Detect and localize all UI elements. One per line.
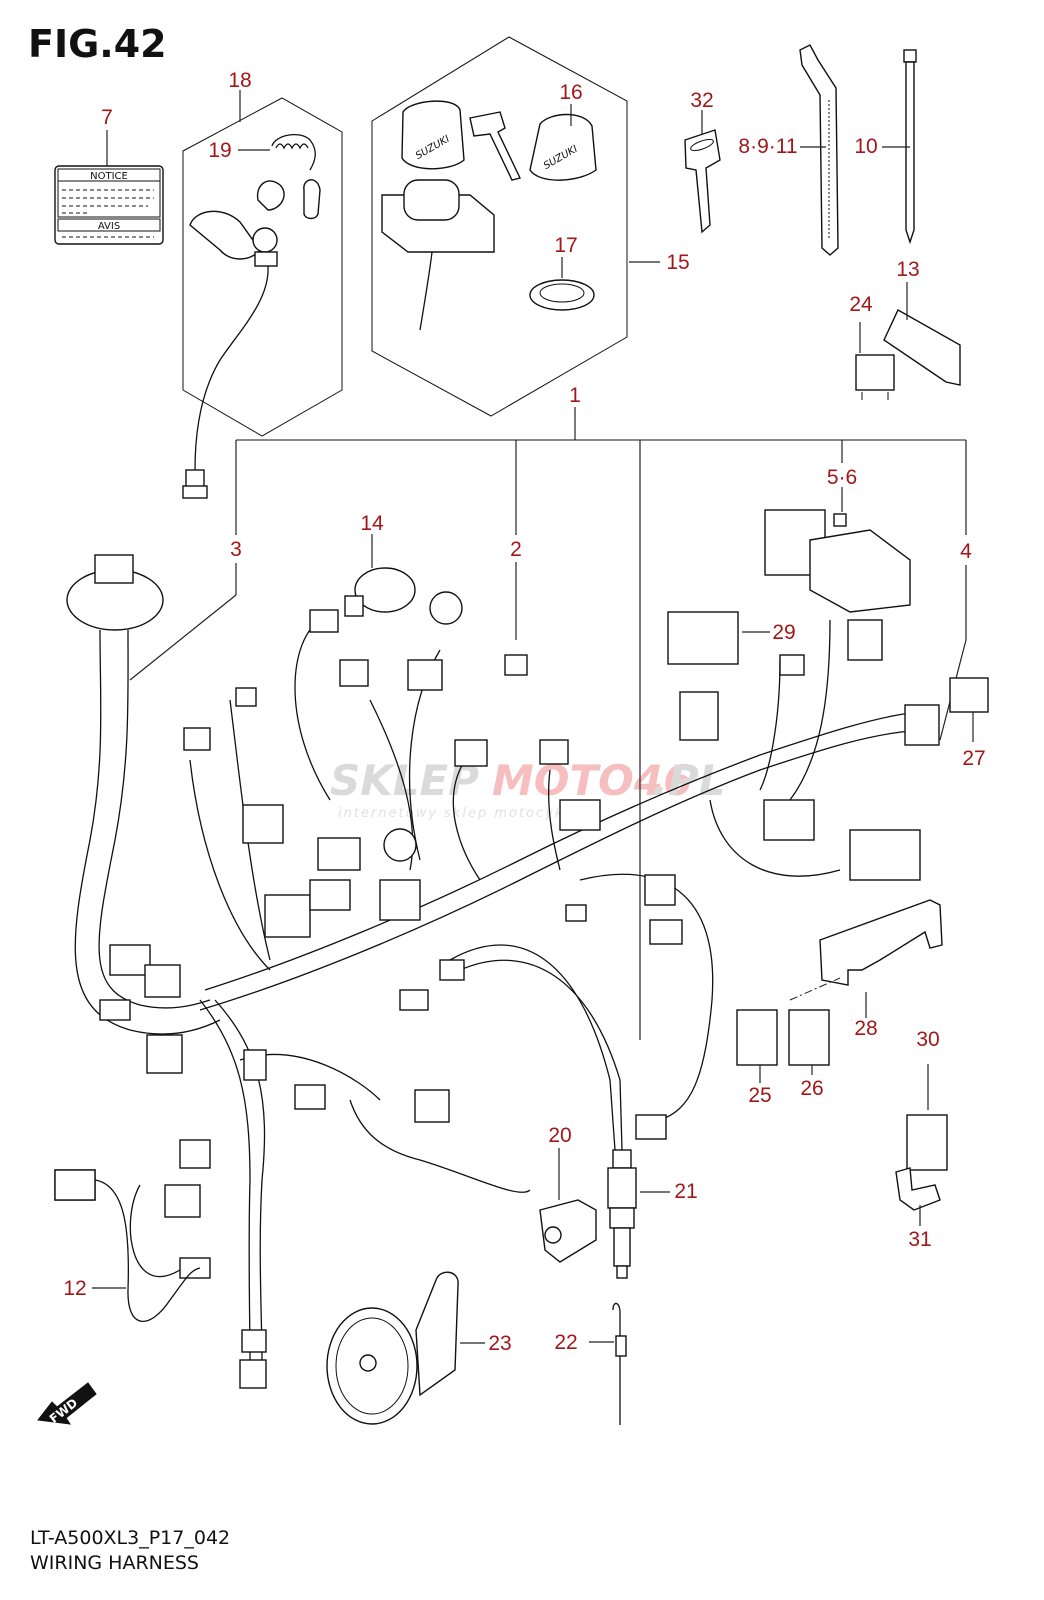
accessory-socket-part xyxy=(344,567,463,625)
harness-connectors xyxy=(54,609,940,1389)
callout-32: 32 xyxy=(690,89,713,112)
lock-nut-part xyxy=(529,279,595,311)
callout-28: 28 xyxy=(854,1017,877,1040)
callout-23: 23 xyxy=(488,1332,511,1355)
figure-title: FIG.42 xyxy=(28,22,167,66)
callout-30: 30 xyxy=(916,1028,939,1051)
callout-31: 31 xyxy=(908,1228,931,1251)
coupler-30-part xyxy=(906,1114,948,1171)
callout-2: 2 xyxy=(510,538,522,561)
callout-14: 14 xyxy=(360,512,384,535)
ignition-set-outline xyxy=(371,36,628,417)
brake-switch-part xyxy=(539,1199,597,1263)
callout-12: 12 xyxy=(63,1277,86,1300)
ignition-switch-part: SUZUKI xyxy=(381,100,522,331)
coupler-bracket-part xyxy=(819,899,943,986)
forward-direction-indicator: FWD xyxy=(37,1382,97,1426)
section-name: WIRING HARNESS xyxy=(30,1552,199,1574)
callout-19: 19 xyxy=(208,139,231,162)
callout-15: 15 xyxy=(666,251,689,274)
horn-part xyxy=(326,1271,459,1425)
cable-tie-narrow-part xyxy=(903,49,917,245)
callout-10: 10 xyxy=(854,135,877,158)
spare-key-part xyxy=(684,129,721,234)
coupler-part xyxy=(949,677,989,713)
callout-8-9-11: 8·9·11 xyxy=(738,135,797,158)
callout-3: 3 xyxy=(230,538,242,561)
notice-label-part: NOTICE AVIS xyxy=(54,165,164,245)
callout-20: 20 xyxy=(548,1124,571,1147)
cable-tie-wide-part xyxy=(799,44,839,256)
callout-29: 29 xyxy=(772,621,795,644)
switch-set-outline xyxy=(182,97,343,437)
callout-26: 26 xyxy=(800,1077,823,1100)
notice-heading: NOTICE xyxy=(90,171,128,182)
main-harness-part xyxy=(66,554,221,1035)
fuse-box-part xyxy=(764,509,911,613)
watermark-brand-part3: .PL xyxy=(652,756,726,805)
watermark-brand-part2: MOTO46 xyxy=(492,756,692,805)
engine-stop-switch-part xyxy=(182,210,278,499)
callout-24: 24 xyxy=(849,293,873,316)
callout-1: 1 xyxy=(569,384,581,407)
callout-5-6: 5·6 xyxy=(827,466,857,489)
watermark: SKLEP MOTO46 .PL internetowy sklep motoc… xyxy=(330,756,726,821)
spring-part xyxy=(612,1302,627,1425)
callout-labels: 1 2 3 4 5·6 7 8·9·11 10 12 13 14 15 16 1… xyxy=(63,69,985,1355)
avis-heading: AVIS xyxy=(98,221,120,232)
sensor-part xyxy=(607,1149,637,1279)
tether-cord-part xyxy=(256,133,321,220)
callout-13: 13 xyxy=(896,258,919,281)
turn-signal-relay-part xyxy=(667,611,739,665)
small-connector-part xyxy=(504,654,528,676)
callout-21: 21 xyxy=(674,1180,697,1203)
sub-harness-part xyxy=(54,1169,201,1322)
callout-27: 27 xyxy=(962,747,985,770)
callout-16: 16 xyxy=(559,81,582,104)
callout-17: 17 xyxy=(554,234,577,257)
coupler-clip-part xyxy=(895,1167,941,1211)
callout-22: 22 xyxy=(554,1331,577,1354)
relay-bracket-part xyxy=(883,309,961,386)
watermark-tagline: internetowy sklep motocyklowy xyxy=(338,806,602,821)
callout-4: 4 xyxy=(960,540,972,563)
coupler-25-part xyxy=(736,1009,778,1066)
key-cap-part: SUZUKI xyxy=(529,113,597,181)
model-code: LT-A500XL3_P17_042 xyxy=(30,1527,231,1549)
coupler-26-part xyxy=(788,1009,830,1066)
relay-part xyxy=(855,354,895,400)
callout-25: 25 xyxy=(748,1084,771,1107)
wire-harness-body xyxy=(129,619,931,1361)
callout-18: 18 xyxy=(228,69,251,92)
callout-7: 7 xyxy=(101,106,113,129)
